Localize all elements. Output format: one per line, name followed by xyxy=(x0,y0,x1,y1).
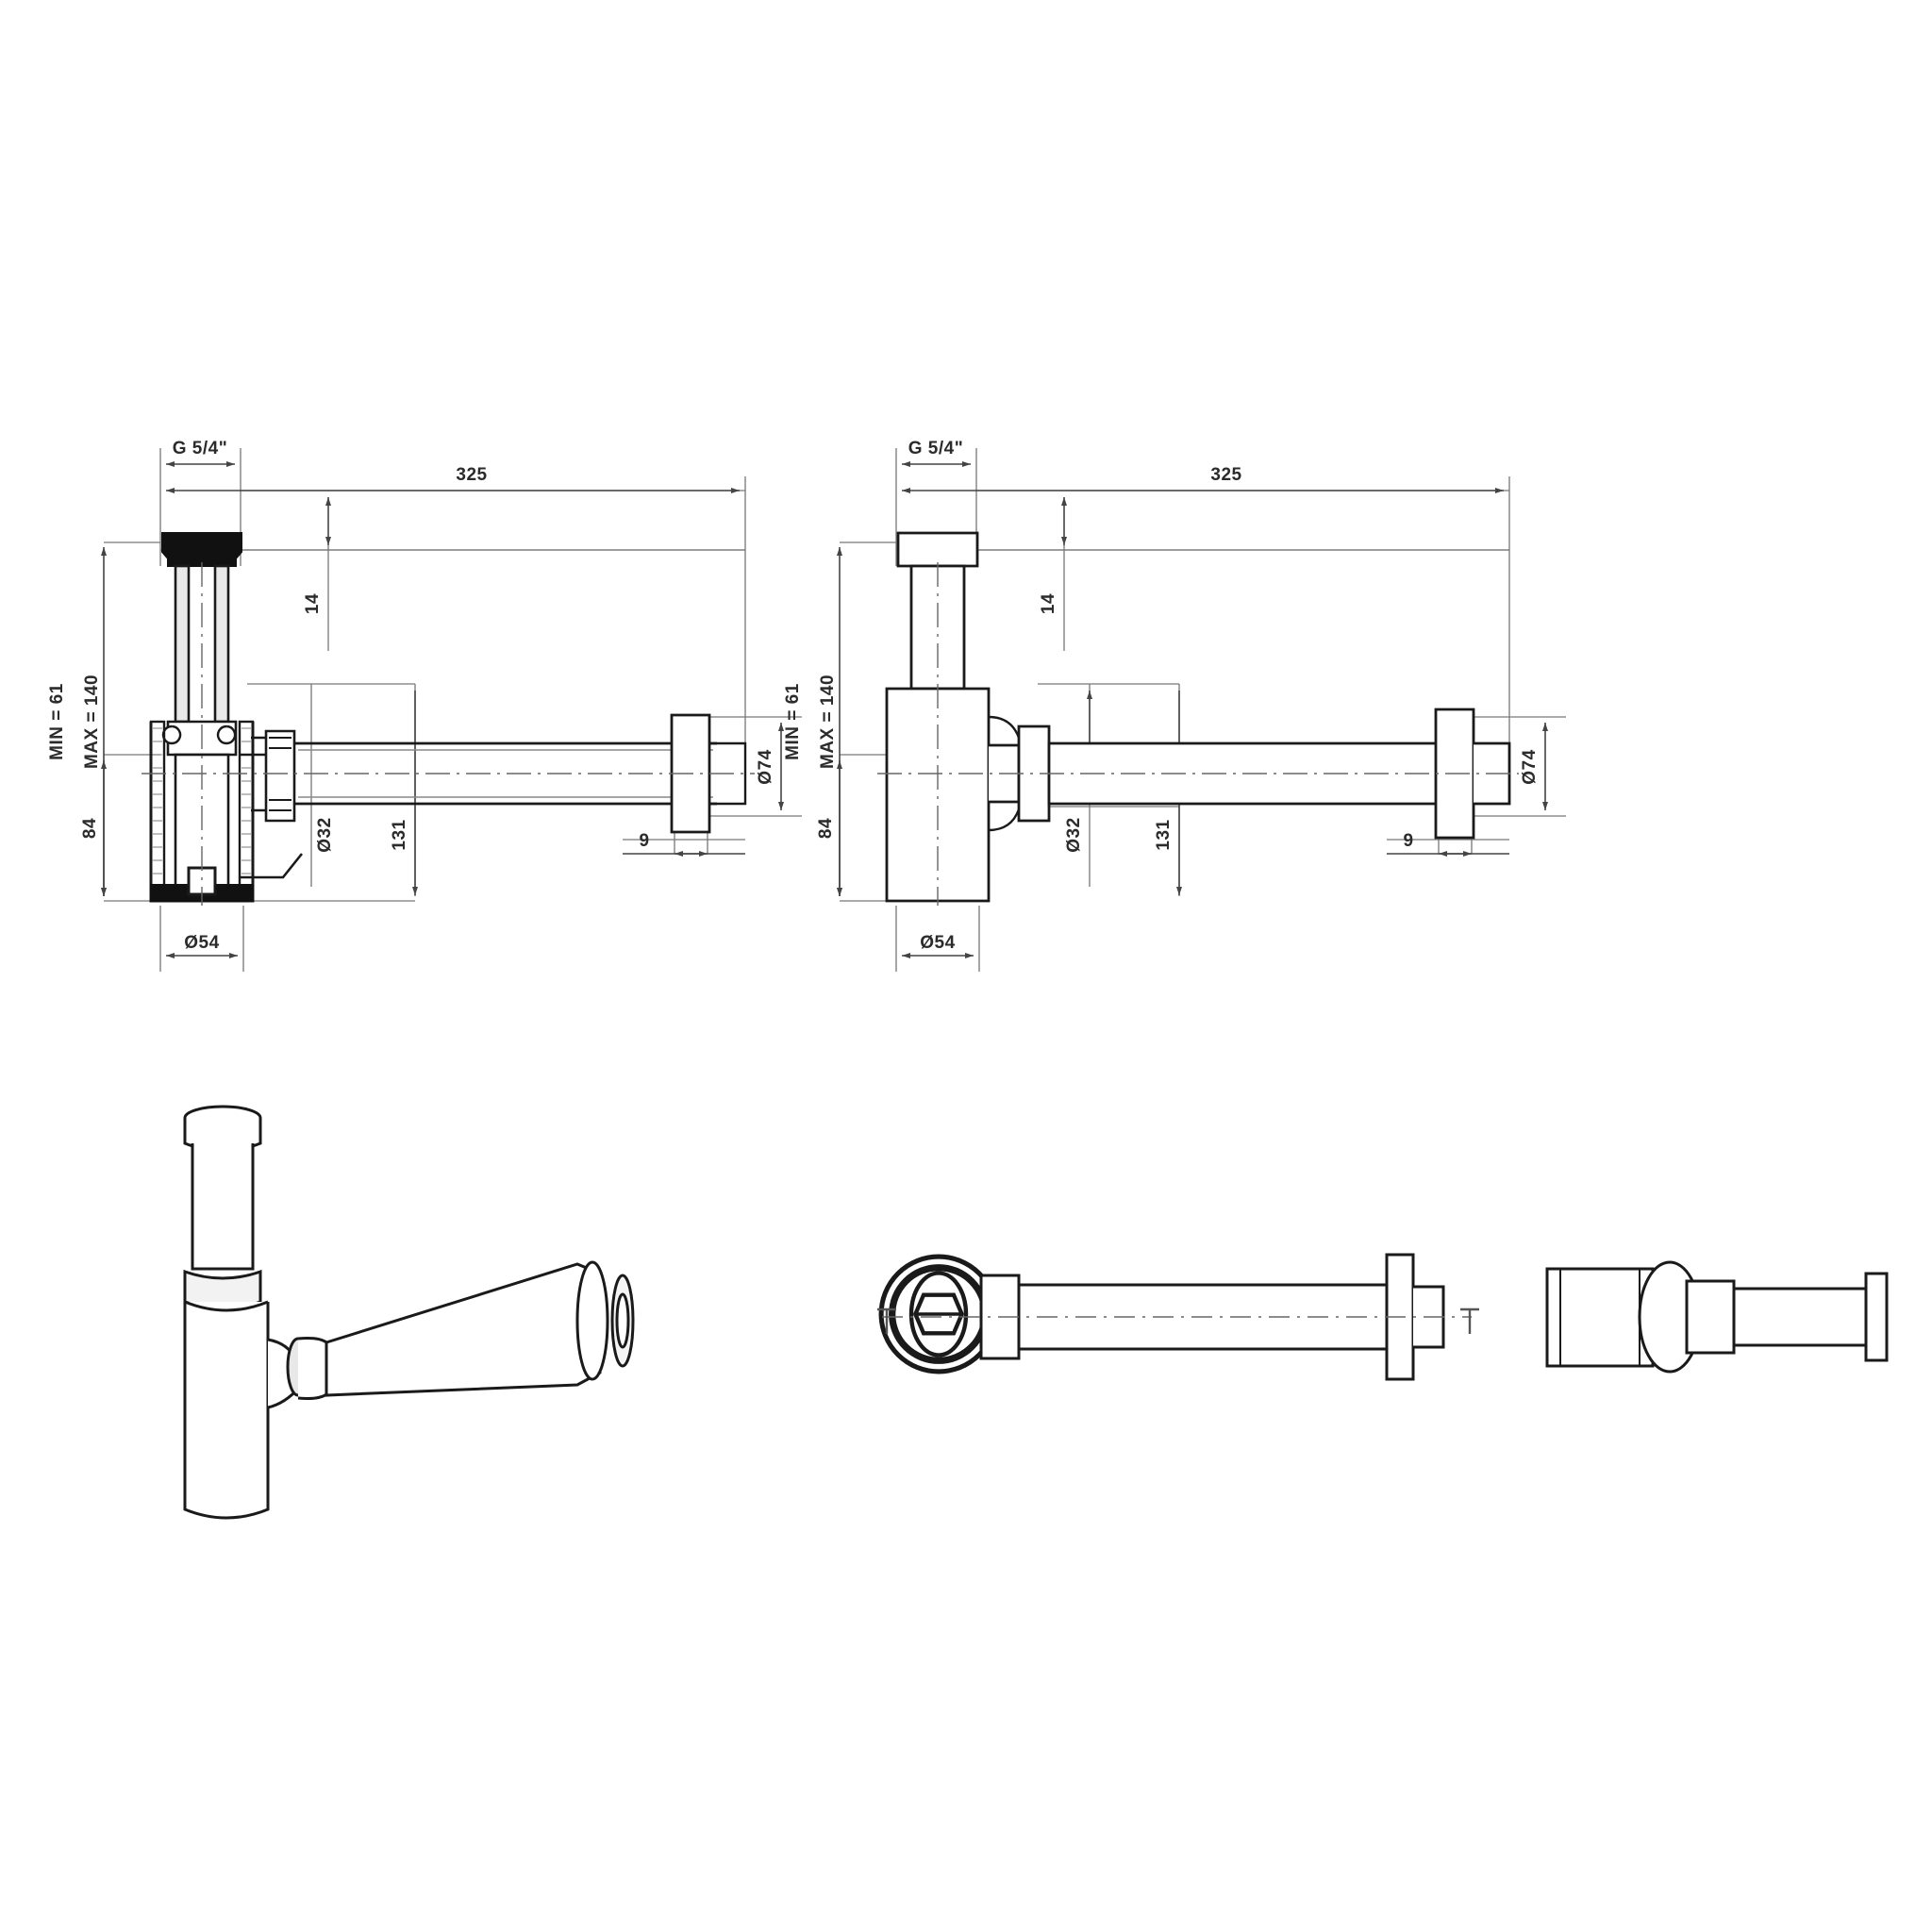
rear-pipe xyxy=(1732,1287,1868,1347)
union-nut-knurl xyxy=(269,737,291,811)
dimension-flange-dia-right: Ø74 xyxy=(1520,723,1548,810)
dimension-body-dia-right: Ø54 xyxy=(902,933,974,958)
dim-flange-dia-label: Ø74 xyxy=(756,749,775,784)
dimension-height-right: MAX = 140 MIN = 61 xyxy=(783,547,842,896)
dimension-collar-left: 14 xyxy=(303,497,331,651)
outline-geometry xyxy=(877,531,1519,906)
union-shoulder xyxy=(251,736,266,812)
dim-body-dia-label: Ø54 xyxy=(184,933,219,953)
flange-spigot xyxy=(709,741,747,806)
dim-min-height-label: MIN = 61 xyxy=(47,683,67,760)
outlet-pipe-inner xyxy=(298,749,713,798)
outline-centrelines xyxy=(877,562,1519,906)
section-centrelines xyxy=(142,562,755,906)
rear-bowl-edges xyxy=(1559,1269,1641,1366)
dimension-flange-thk-left: 9 xyxy=(623,831,745,857)
dim-flange-dia-label-right: Ø74 xyxy=(1520,749,1540,784)
flange-render xyxy=(575,1260,609,1381)
dimension-length-right: 325 xyxy=(902,465,1504,493)
dimension-thread-left: G 5/4" xyxy=(166,439,235,467)
front-axis-ticks xyxy=(877,1307,1479,1334)
dim-max-height-label: MAX = 140 xyxy=(82,675,102,769)
dimension-body-height-left: 84 xyxy=(80,760,107,896)
bowl-outline xyxy=(885,687,991,903)
dim-pipe-dia-label: Ø32 xyxy=(315,817,335,852)
outline-view: G 5/4" 325 MAX = 140 MIN = 61 14 84 Ø32 … xyxy=(783,439,1566,972)
inlet-tube-wall-right xyxy=(213,564,230,724)
dimension-pipe-dia-left: Ø32 xyxy=(315,817,335,852)
dim-max-height-label-right: MAX = 140 xyxy=(818,675,838,769)
outlet-pipe-render xyxy=(325,1262,602,1397)
dim-length-label: 325 xyxy=(456,465,487,485)
top-nut-outline xyxy=(896,531,979,568)
render-side-view xyxy=(183,1105,635,1520)
dim-body-height-label-right: 84 xyxy=(816,818,836,839)
rear-union-nut xyxy=(1685,1279,1736,1355)
dim-axis-height-label: 131 xyxy=(390,819,409,850)
render-rear-view xyxy=(1545,1260,1889,1374)
drain-plug xyxy=(187,866,217,896)
dim-length-label-right: 325 xyxy=(1210,465,1241,485)
dimension-flange-dia-left: Ø74 xyxy=(756,723,784,810)
dimension-collar-right: 14 xyxy=(1039,497,1067,651)
hex-socket-render xyxy=(881,1257,996,1372)
outlet-pipe xyxy=(294,741,717,806)
dimension-flange-thk-right: 9 xyxy=(1387,831,1509,857)
o-ring-pair xyxy=(161,724,237,745)
union-nut-render xyxy=(297,1337,328,1400)
dimension-height-left: MAX = 140 MIN = 61 xyxy=(47,547,107,896)
dim-flange-thk-label-right: 9 xyxy=(1403,831,1413,851)
dim-flange-thk-label: 9 xyxy=(639,831,649,851)
render-front-view xyxy=(877,1255,1479,1381)
outlet-elbow-bottom xyxy=(240,853,304,879)
section-view: G 5/4" 325 MAX = 140 MIN = 61 14 84 Ø32 xyxy=(47,439,802,972)
dim-thread-label-right: G 5/4" xyxy=(908,439,963,458)
dim-body-dia-label-right: Ø54 xyxy=(920,933,955,953)
dimension-body-dia-left: Ø54 xyxy=(166,933,238,958)
inlet-tube-wall-left xyxy=(174,564,191,724)
dimension-length-left: 325 xyxy=(166,465,740,493)
dimension-body-height-right: 84 xyxy=(816,760,842,896)
dim-body-height-label: 84 xyxy=(80,818,100,839)
top-nut xyxy=(161,532,242,567)
dimension-axis-height-left: 131 xyxy=(390,691,418,895)
union-nut-outline xyxy=(1017,724,1051,823)
dimension-thread-right: G 5/4" xyxy=(902,439,971,467)
bowl-render xyxy=(183,1302,270,1520)
rear-bowl xyxy=(1545,1267,1655,1368)
dim-thread-label: G 5/4" xyxy=(173,439,227,458)
dim-collar-label-right: 14 xyxy=(1039,593,1058,614)
rear-pipe-end xyxy=(1864,1272,1889,1362)
inlet-tube-render xyxy=(191,1143,255,1271)
dim-collar-label: 14 xyxy=(303,593,323,614)
union-nut xyxy=(264,729,296,823)
dim-min-height-label-right: MIN = 61 xyxy=(783,683,803,760)
bowl-top-edge xyxy=(184,1300,269,1312)
flange-bore-render xyxy=(615,1292,630,1349)
dim-pipe-dia-label-right: Ø32 xyxy=(1064,817,1084,852)
section-geometry xyxy=(142,532,755,906)
dim-axis-height-label-right: 131 xyxy=(1154,819,1174,850)
bowl-outlet-taper xyxy=(988,715,1021,832)
